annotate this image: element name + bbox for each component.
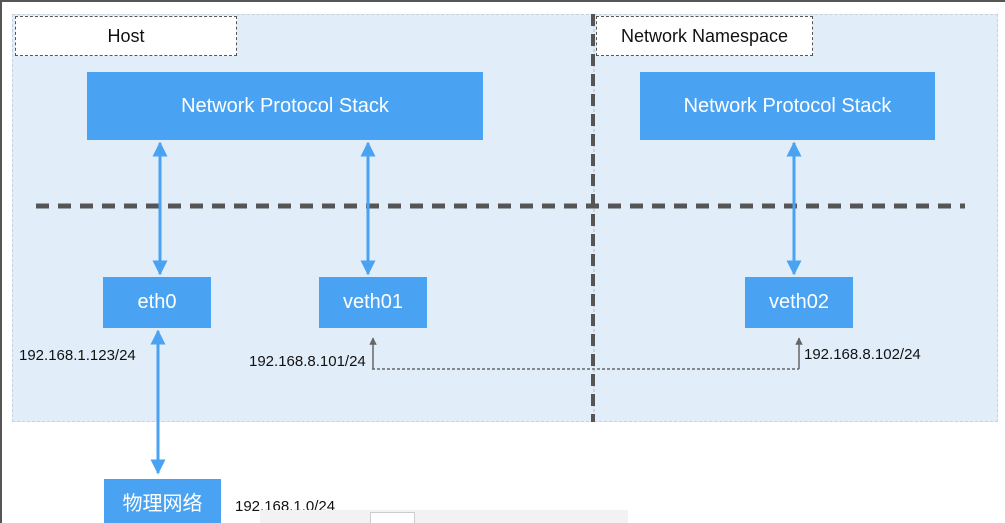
eth0-ip-label: 192.168.1.123/24 xyxy=(19,347,136,364)
window-top-border xyxy=(0,0,1005,2)
namespace-protocol-stack: Network Protocol Stack xyxy=(640,72,935,140)
veth01-interface: veth01 xyxy=(319,277,427,328)
namespace-label: Network Namespace xyxy=(596,16,813,56)
veth01-ip-label: 192.168.8.101/24 xyxy=(249,353,366,370)
eth0-interface: eth0 xyxy=(103,277,211,328)
window-left-border xyxy=(0,0,2,523)
bottom-strip-tab xyxy=(370,512,415,523)
host-label: Host xyxy=(15,16,237,56)
host-protocol-stack: Network Protocol Stack xyxy=(87,72,483,140)
veth02-ip-label: 192.168.8.102/24 xyxy=(804,346,921,363)
physical-network: 物理网络 xyxy=(104,479,221,523)
veth02-interface: veth02 xyxy=(745,277,853,328)
bottom-scroll-strip xyxy=(260,510,628,523)
